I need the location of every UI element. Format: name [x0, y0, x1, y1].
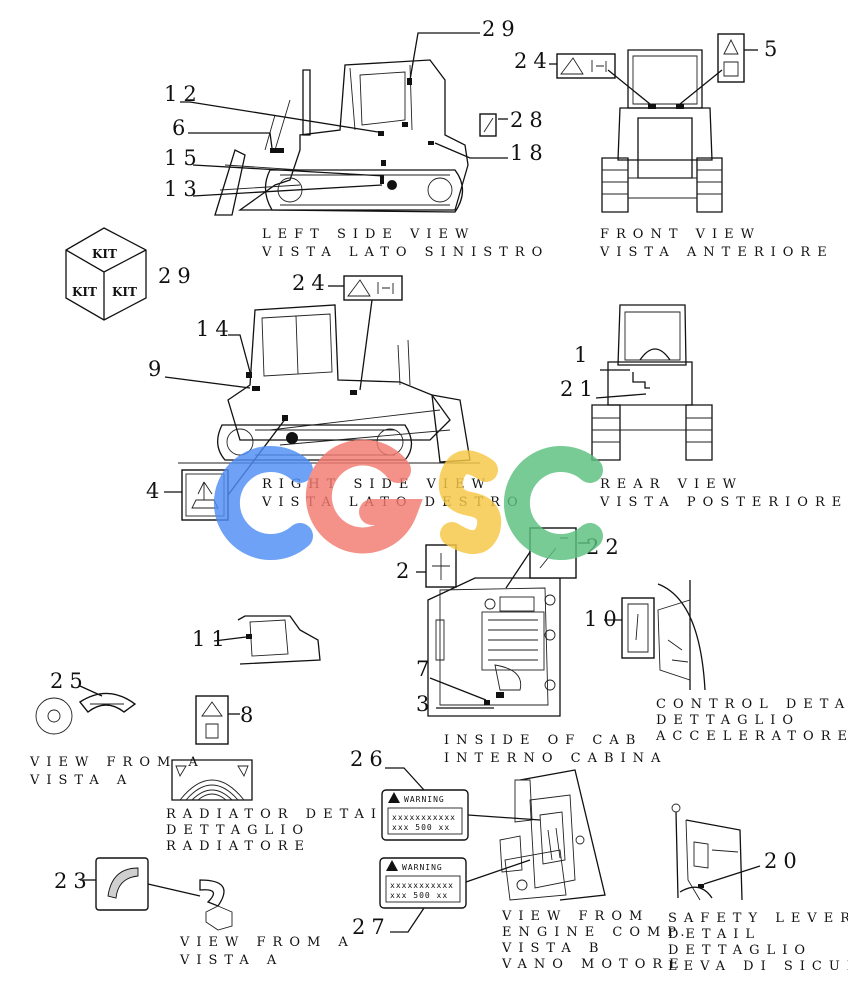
callout-27: 27: [352, 915, 391, 939]
caption-radiator-2: DETTAGLIO: [166, 823, 310, 838]
svg-text:xxxxxxxxxxx: xxxxxxxxxxx: [390, 881, 454, 890]
watermark-letter-s-yellow: [438, 450, 502, 554]
caption-engine-4: VANO MOTORE: [501, 957, 686, 972]
caption-radiator-1: RADIATOR DETAIL: [166, 807, 399, 822]
warning-decal-27: WARNING xxxxxxxxxxx xxx 500 xx: [379, 857, 467, 909]
callout-25: 25: [50, 669, 89, 693]
svg-text:xxx 500 xx: xxx 500 xx: [390, 891, 448, 900]
radiator-grille: [171, 759, 253, 801]
caption-accel-1: CONTROL DETAIL: [656, 697, 848, 712]
warning-decal-26: WARNING xxxxxxxxxxx xxx 500 xx: [381, 789, 469, 841]
callout-23: 23: [54, 869, 93, 893]
svg-text:WARNING: WARNING: [402, 863, 443, 872]
caption-view-b-1: VIEW FROM A: [179, 935, 355, 950]
safety-lever-detail: [671, 803, 743, 901]
caption-radiator-3: RADIATORE: [166, 839, 311, 854]
caption-view-a-2: VISTA A: [29, 773, 133, 788]
caption-front-it: VISTA ANTERIORE: [599, 245, 834, 260]
front-view-dozer: [601, 49, 723, 213]
caption-cab-it: INTERNO CABINA: [444, 751, 667, 766]
callout-21: 21: [560, 377, 599, 401]
watermark-letter-c-green: [503, 446, 603, 560]
caption-accel-3: ACCELERATORE: [655, 729, 848, 744]
callout-18: 18: [510, 141, 549, 165]
left-side-view-dozer: [214, 59, 469, 216]
callout-3: 3: [416, 692, 435, 716]
engine-compartment: [499, 769, 606, 901]
cab-interior-panel: [427, 577, 561, 717]
callout-24-top: 24: [514, 49, 553, 73]
decal-23: [95, 857, 149, 911]
callout-7: 7: [416, 657, 435, 681]
callout-14: 13: [164, 177, 203, 201]
svg-text:xxxxxxxxxxx: xxxxxxxxxxx: [392, 813, 456, 822]
callout-13: 12: [164, 82, 203, 106]
callout-29: 29: [158, 264, 197, 288]
svg-text:KIT: KIT: [92, 247, 117, 261]
rear-view-dozer: [591, 304, 713, 461]
callout-20: 20: [764, 849, 803, 873]
callout-15: 14: [196, 317, 235, 341]
caption-view-b-2: VISTA A: [179, 953, 283, 968]
svg-text:KIT: KIT: [112, 285, 137, 299]
caption-safety-4: LEVA DI SICUR: [668, 959, 848, 974]
left-view-leaders: [180, 32, 508, 197]
callout-16: 15: [164, 146, 203, 170]
caption-engine-3: VISTA B: [501, 941, 605, 956]
detail-25-fan: [35, 692, 137, 735]
decal-10: [621, 597, 655, 659]
caption-accel-2: DETTAGLIO: [656, 713, 800, 728]
caption-front-en: FRONT VIEW: [600, 227, 761, 242]
caption-left-side-en: LEFT SIDE VIEW: [262, 227, 475, 242]
callout-11: 11: [192, 627, 231, 651]
callout-26: 26: [350, 747, 389, 771]
callout-9: 9: [148, 357, 167, 381]
caption-rear-it: VISTA POSTERIORE: [599, 495, 848, 510]
callout-24-right: 24: [292, 271, 331, 295]
caption-cab-en: INSIDE OF CAB: [444, 733, 642, 748]
caption-left-side-it: VISTA LATO SINISTRO: [261, 245, 549, 260]
svg-text:WARNING: WARNING: [404, 795, 445, 804]
svg-text:KIT: KIT: [72, 285, 97, 299]
decal-5: [717, 33, 745, 83]
detail-11-cab-corner: [237, 615, 321, 665]
caption-safety-1: SAFETY LEVER: [668, 911, 848, 926]
watermark-letter-c-blue: [213, 446, 313, 560]
caption-safety-3: DETTAGLIO: [668, 943, 812, 958]
callout-8: 8: [240, 703, 259, 727]
caption-rear-en: REAR VIEW: [600, 477, 743, 492]
watermark-letter-g-red: [305, 439, 423, 554]
callout-4: 4: [146, 479, 165, 503]
caption-view-a-1: VIEW FROM A: [29, 755, 205, 770]
callout-5: 5: [764, 37, 783, 61]
decal-8: [195, 695, 229, 745]
cgsc-watermark: [213, 439, 603, 560]
callout-1: 1: [574, 343, 593, 367]
callout-6: 6: [172, 116, 191, 140]
caption-engine-2: ENGINE COMP.: [502, 925, 692, 940]
accelerator-panel: [657, 580, 706, 691]
callout-28: 28: [510, 108, 549, 132]
caption-engine-1: VIEW FROM: [501, 909, 649, 924]
svg-text:xxx 500 xx: xxx 500 xx: [392, 823, 450, 832]
callout-2: 2: [396, 559, 415, 583]
kit-icon: KIT KIT KIT: [65, 227, 147, 321]
callout-10: 10: [584, 607, 623, 631]
caption-safety-2: DETAIL: [668, 927, 761, 942]
callout-12: 29: [482, 17, 521, 41]
